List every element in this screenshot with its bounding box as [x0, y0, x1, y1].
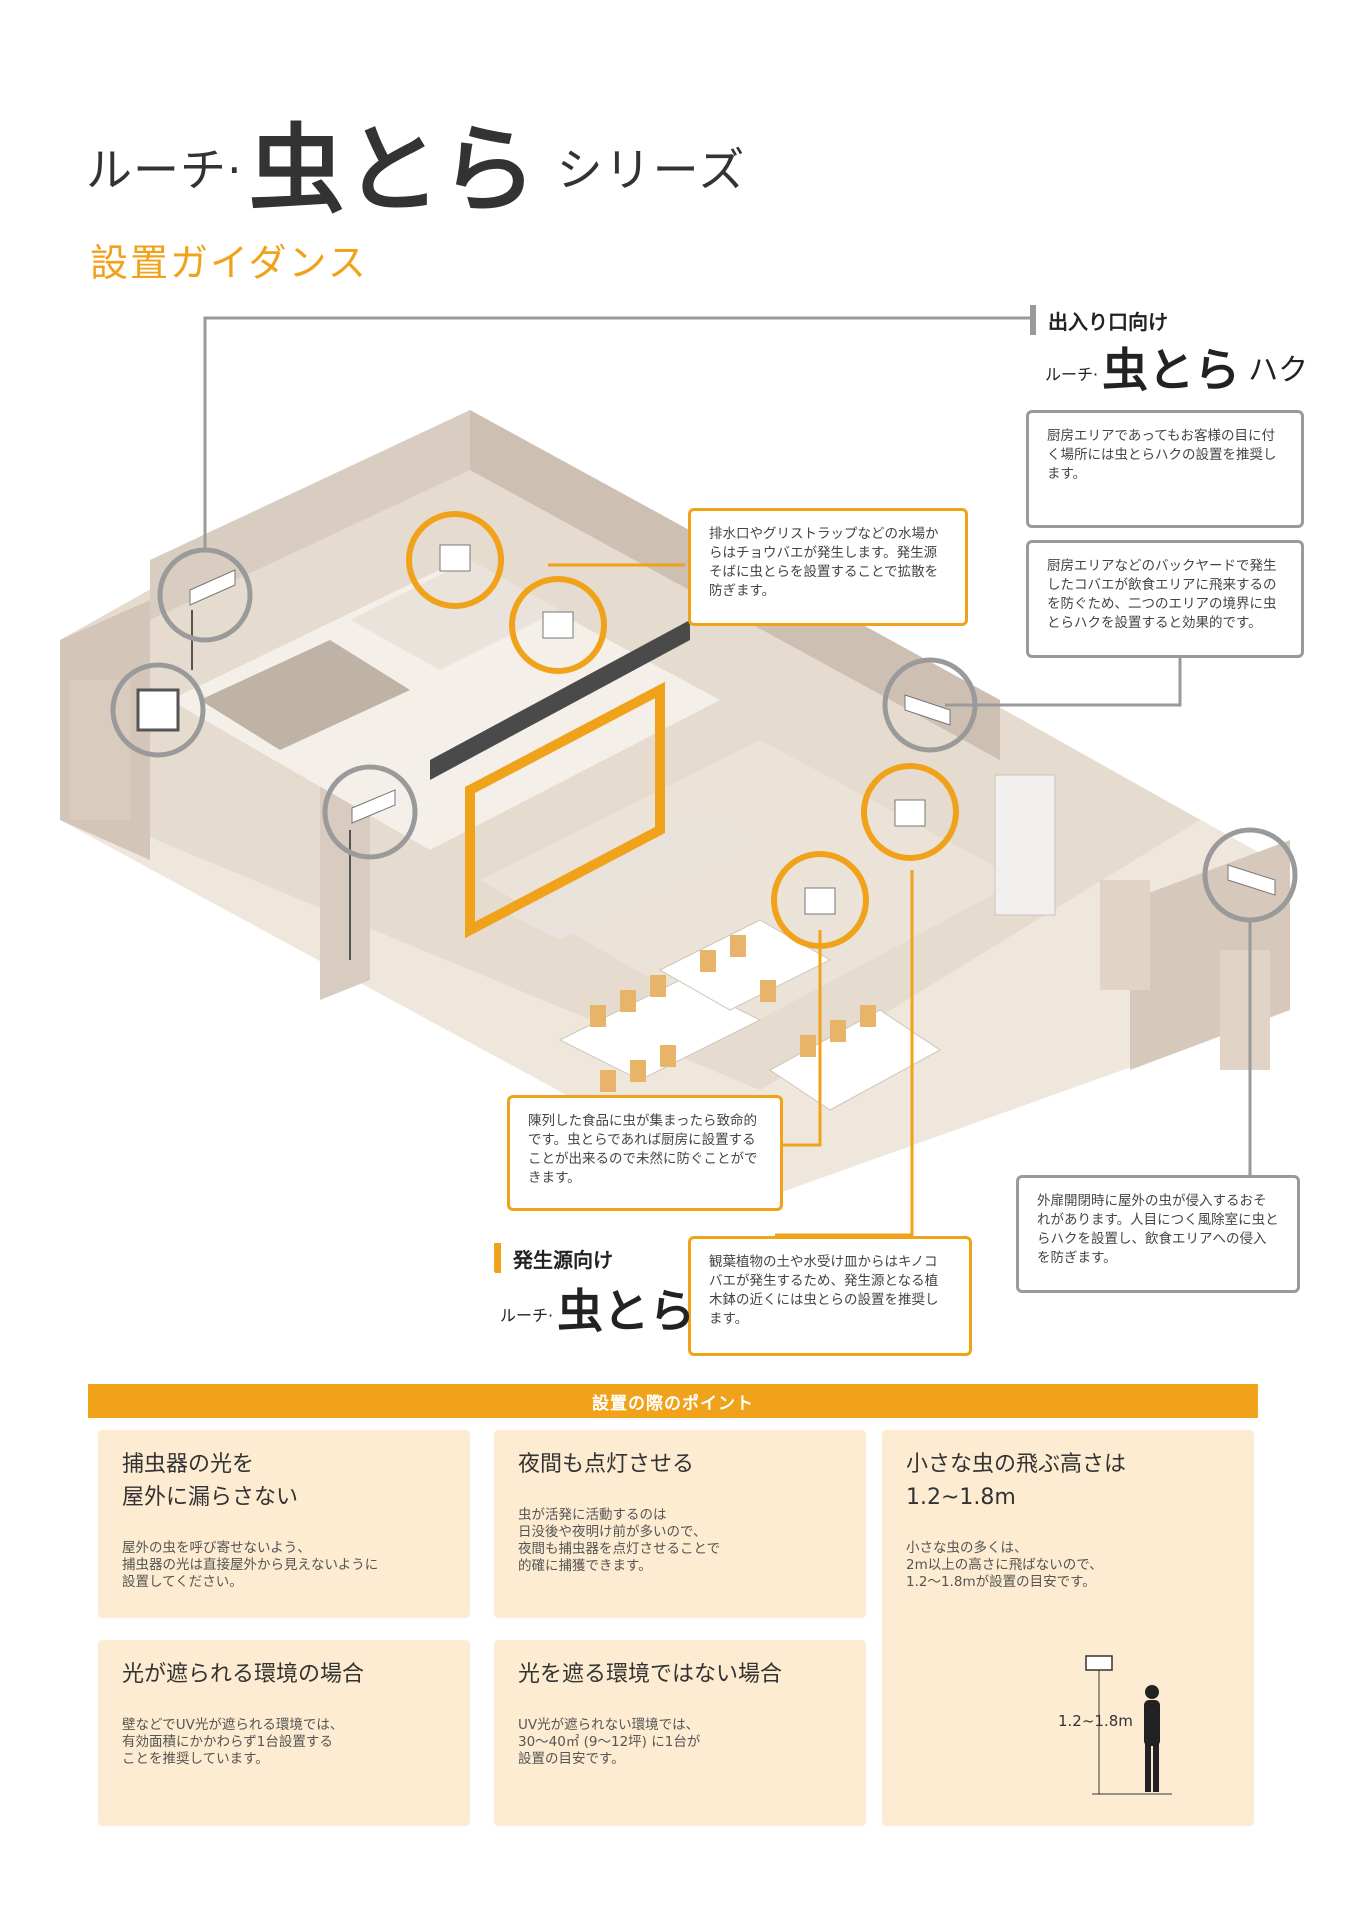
subtitle: 設置ガイダンス — [90, 241, 368, 285]
counter-2 — [350, 560, 560, 670]
point-card-desc: 壁などでUV光が遮られる環境では、 有効面積にかかわらず1台設置する ことを推奨… — [122, 1717, 344, 1767]
point-card-unblocked: 光を遮る環境ではない場合 UV光が遮られない環境では、 30〜40㎡ (9〜12… — [494, 1640, 866, 1826]
source-product-name: ルーチ· 虫とら — [500, 1284, 696, 1338]
point-card-blocked: 光が遮られる環境の場合 壁などでUV光が遮られる環境では、 有効面積にかかわらず… — [98, 1640, 470, 1826]
callout-entrance-1: 厨房エリアであってもお客様の目に付く場所には虫とらハクの設置を推奨します。 — [1026, 410, 1304, 528]
point-card-light-leak: 捕虫器の光を 屋外に漏らさない 屋外の虫を呼び寄せないよう、 捕虫器の光は直接屋… — [98, 1430, 470, 1618]
door-middle — [1100, 880, 1150, 990]
back-wall-left — [150, 410, 470, 620]
point-card-title: 小さな虫の飛ぶ高さは 1.2~1.8m — [906, 1452, 1127, 1510]
fridge — [994, 774, 1056, 916]
point-card-height: 小さな虫の飛ぶ高さは 1.2~1.8m 小さな虫の多くは、 2m以上の高さに飛ば… — [882, 1430, 1254, 1826]
kitchen-floor — [170, 560, 720, 850]
orange-rings — [406, 511, 959, 949]
callout-source-1: 排水口やグリストラップなどの水場からはチョウバエが発生します。発生源そばに虫とら… — [688, 508, 968, 626]
pass-window — [465, 681, 665, 939]
point-card-desc: UV光が遮られない環境では、 30〜40㎡ (9〜12坪) に1台が 設置の目安… — [518, 1717, 701, 1767]
kitchen-illustration — [60, 316, 1298, 1272]
entrance-label: 出入り口向け — [1030, 305, 1168, 335]
door-left — [70, 680, 130, 820]
dining-floor — [480, 740, 1020, 1030]
door-right — [1220, 950, 1270, 1070]
callout-entrance-2: 厨房エリアなどのバックヤードで発生したコバエが飲食エリアに飛来するのを防ぐため、… — [1026, 540, 1304, 658]
callout-entrance-3: 外扉開閉時に屋外の虫が侵入するおそれがあります。人目につく風除室に虫とらハクを設… — [1016, 1175, 1300, 1293]
point-card-night: 夜間も点灯させる 虫が活発に活動するのは 日没後や夜明け前が多いので、 夜間も捕… — [494, 1430, 866, 1618]
counter-1 — [200, 640, 410, 750]
point-card-title: 光が遮られる環境の場合 — [122, 1662, 365, 1687]
page-title: ルーチ· 虫とら シリーズ — [86, 108, 746, 218]
title-prefix: ルーチ· — [86, 143, 243, 197]
point-card-desc: 屋外の虫を呼び寄せないよう、 捕虫器の光は直接屋外から見えないように 設置してく… — [122, 1540, 379, 1590]
title-main: 虫とら — [248, 114, 537, 226]
height-diagram — [1085, 1655, 1172, 1795]
range-hood — [430, 620, 690, 780]
point-card-title: 光を遮る環境ではない場合 — [518, 1662, 783, 1687]
point-card-desc: 小さな虫の多くは、 2m以上の高さに飛ばないので、 1.2〜1.8mが設置の目安… — [906, 1540, 1103, 1590]
source-label: 発生源向け — [495, 1243, 613, 1273]
callout-source-2: 陳列した食品に虫が集まったら致命的です。虫とらであれば厨房に設置することが出来る… — [507, 1095, 783, 1211]
points-heading: 設置の際のポイント — [88, 1384, 1258, 1418]
title-suffix: シリーズ — [556, 143, 747, 197]
dining-chairs — [590, 935, 876, 1092]
gray-rings — [110, 547, 1298, 923]
trap-icon — [1085, 1655, 1113, 1671]
trap-devices — [136, 544, 1276, 915]
counter-3 — [500, 810, 760, 940]
height-label: 1.2~1.8m — [1058, 1712, 1133, 1730]
point-card-title: 夜間も点灯させる — [518, 1452, 695, 1477]
callout-source-3: 観葉植物の土や水受け皿からはキノコバエが発生するため、発生源となる植木鉢の近くに… — [688, 1236, 972, 1356]
point-card-title: 捕虫器の光を 屋外に漏らさない — [122, 1452, 299, 1510]
connector-lines-gray — [203, 316, 1252, 1175]
dining-table-2 — [658, 919, 832, 1011]
point-card-desc: 虫が活発に活動するのは 日没後や夜明け前が多いので、 夜間も捕虫器を点灯させるこ… — [518, 1507, 721, 1574]
entrance-product-name: ルーチ· 虫とら ハク — [1045, 343, 1309, 397]
dining-table-1 — [558, 979, 762, 1081]
person-silhouette — [1144, 1685, 1160, 1792]
